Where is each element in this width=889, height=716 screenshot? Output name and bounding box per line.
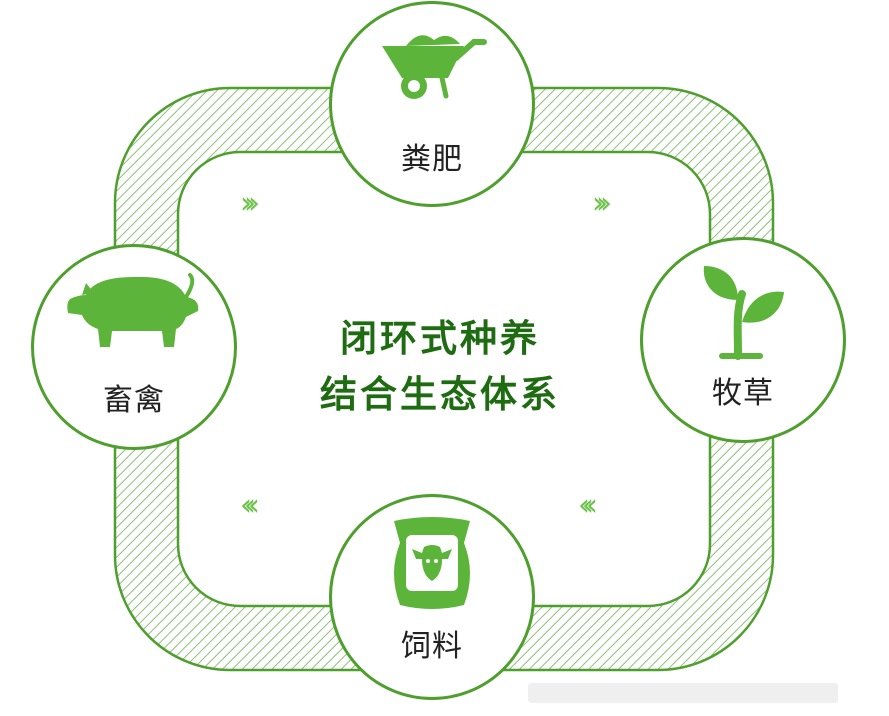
flow-arrows-top-left: ››› bbox=[240, 186, 260, 221]
node-forage-label: 牧草 bbox=[712, 376, 774, 411]
node-feed-label: 饲料 bbox=[401, 629, 463, 664]
blurred-watermark bbox=[528, 683, 838, 703]
diagram-title-line1: 闭环式种养 bbox=[340, 317, 540, 360]
node-manure-label: 粪肥 bbox=[401, 142, 463, 177]
feed-bag-icon bbox=[394, 517, 470, 609]
node-livestock: 畜禽 bbox=[31, 244, 237, 450]
flow-arrows-top-right: ››› bbox=[592, 186, 612, 221]
wheelbarrow-icon bbox=[382, 35, 487, 99]
node-feed: 饲料 bbox=[329, 494, 535, 700]
pig-icon bbox=[67, 273, 199, 347]
loop-ring-band bbox=[113, 86, 775, 672]
node-livestock-label: 畜禽 bbox=[103, 383, 165, 418]
diagram-title-line2: 结合生态体系 bbox=[320, 373, 560, 416]
sprout-icon bbox=[703, 266, 784, 360]
node-manure: 粪肥 bbox=[329, 1, 535, 207]
flow-arrows-bottom-left: ‹‹‹ bbox=[240, 488, 260, 523]
node-forage: 牧草 bbox=[640, 237, 846, 443]
flow-arrows-bottom-right: ‹‹‹ bbox=[578, 488, 598, 523]
